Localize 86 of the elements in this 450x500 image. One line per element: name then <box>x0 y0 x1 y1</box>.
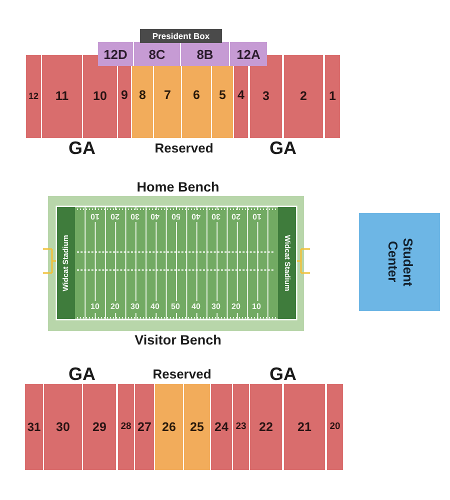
section-number: 26 <box>162 420 176 434</box>
seating-section <box>284 55 323 138</box>
section-number: 1 <box>329 90 336 103</box>
yard-number: 30 <box>212 212 220 220</box>
seating-section <box>42 55 82 138</box>
section-number: 23 <box>236 422 246 432</box>
seating-section <box>26 55 41 138</box>
section-number: 2 <box>300 90 307 103</box>
yard-number: 30 <box>130 212 140 220</box>
section-number: 12D <box>104 48 128 60</box>
section-number: 20 <box>330 422 340 432</box>
section-number: 11 <box>55 90 69 103</box>
section-number: 3 <box>262 90 270 103</box>
section-number: 30 <box>56 420 70 434</box>
section-number: 7 <box>164 88 171 102</box>
seating-section <box>155 384 183 470</box>
yard-number: 10 <box>252 303 261 311</box>
seating-section <box>211 384 232 470</box>
section-number: 25 <box>190 420 204 434</box>
seating-section <box>250 384 282 470</box>
section-number: 12A <box>236 48 260 60</box>
seating-section <box>233 384 249 470</box>
section-number: 29 <box>92 420 106 434</box>
yard-number: 20 <box>110 212 120 220</box>
section-number: 28 <box>120 422 132 432</box>
section-number: 5 <box>219 88 226 102</box>
area-label: Reserved <box>152 368 212 380</box>
section-number: 9 <box>121 88 128 102</box>
seating-section <box>234 66 248 138</box>
seating-section <box>135 384 154 470</box>
section-number: 12 <box>28 92 38 101</box>
seating-section <box>118 384 134 470</box>
section-number: 27 <box>138 420 152 434</box>
yard-number: 40 <box>150 303 160 311</box>
yard-number: 50 <box>171 212 180 220</box>
end-zone <box>278 207 296 319</box>
section-number: 8 <box>139 88 146 102</box>
seating-section <box>325 55 340 138</box>
yard-number: 30 <box>212 303 220 311</box>
section-number: 31 <box>27 421 41 433</box>
seating-section <box>212 66 233 138</box>
building-block <box>359 213 440 311</box>
suite-section <box>230 42 267 66</box>
section-number: 8C <box>148 48 166 60</box>
bench-label: Visitor Bench <box>134 333 222 347</box>
yard-number: 10 <box>90 212 100 220</box>
area-label: GA <box>270 139 296 157</box>
seating-section <box>25 384 43 470</box>
section-number: 8B <box>196 48 214 60</box>
yard-number: 10 <box>90 303 100 311</box>
yard-number: 20 <box>232 303 240 311</box>
suite-section <box>181 42 229 66</box>
section-number: 10 <box>93 90 107 103</box>
area-label: GA <box>270 365 296 383</box>
area-label: GA <box>68 365 96 383</box>
yard-number: 10 <box>252 212 261 220</box>
banner-text: President Box <box>152 32 210 40</box>
seating-section <box>132 66 153 138</box>
yard-number: 40 <box>150 212 160 220</box>
seating-section <box>118 66 131 138</box>
area-label: Reserved <box>154 142 214 154</box>
seating-section <box>182 66 211 138</box>
seating-section <box>184 384 210 470</box>
section-number: 24 <box>214 420 228 434</box>
seating-section <box>44 384 82 470</box>
section-number: 22 <box>259 420 273 434</box>
yard-number: 40 <box>192 212 200 220</box>
banner <box>140 29 222 43</box>
yard-number: 30 <box>130 303 140 311</box>
yard-number: 50 <box>171 303 180 311</box>
yard-number: 20 <box>232 212 240 220</box>
section-number: 4 <box>238 88 244 102</box>
section-number: 21 <box>298 420 312 434</box>
bench-label: Home Bench <box>136 180 220 194</box>
seating-section <box>327 384 343 470</box>
area-label: GA <box>68 139 96 157</box>
suite-section <box>134 42 180 66</box>
section-number: 6 <box>193 88 200 102</box>
suite-section <box>98 42 133 66</box>
seating-section <box>83 384 116 470</box>
building-name: Student Center <box>384 236 414 288</box>
yard-number: 20 <box>110 303 120 311</box>
yard-number: 40 <box>192 303 200 311</box>
end-zone <box>57 207 75 319</box>
seating-section <box>284 384 325 470</box>
seating-section <box>154 66 181 138</box>
